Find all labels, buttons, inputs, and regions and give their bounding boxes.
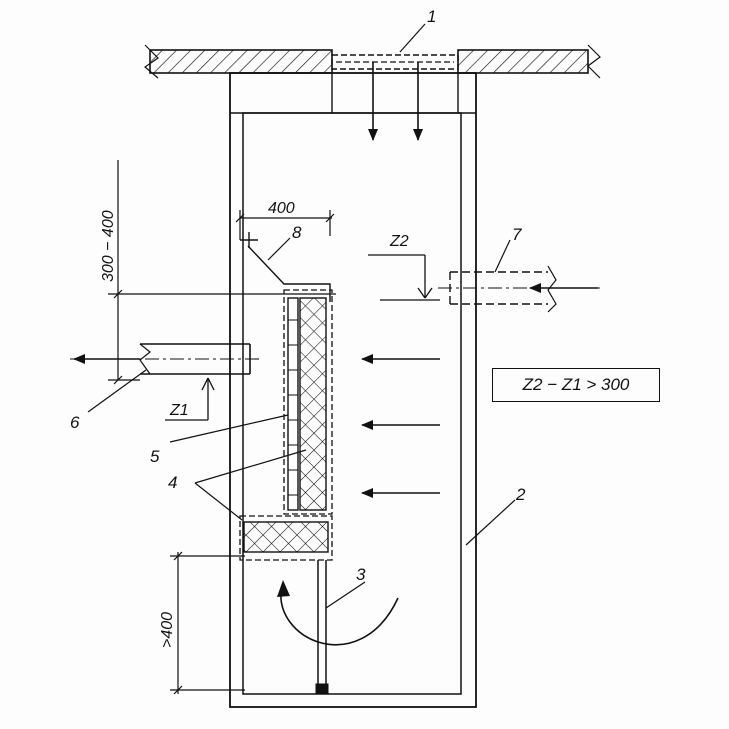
return-air-arrows [361,354,440,498]
supply-air-arrows [368,62,423,141]
z2-text: Z2 [389,233,409,250]
formula-box: Z2 − Z1 > 300 [492,368,660,402]
z1-text: Z1 [169,402,189,419]
cabinet-body [229,72,477,708]
label-3: 3 [356,565,366,584]
z2-level-marker [368,254,440,301]
label-2: 2 [515,485,526,504]
fan-divider [315,560,329,695]
dimension-400-text: 400 [268,200,295,217]
label-1: 1 [427,7,436,26]
inlet-pipe [438,265,600,313]
dimension-min-400 [170,551,245,695]
label-6: 6 [70,413,80,432]
label-4: 4 [168,473,177,492]
heat-exchanger [287,297,299,511]
fan-arrow-head [277,580,290,597]
dimension-400 [235,210,335,240]
ceiling-grille [331,54,459,70]
air-deflector [240,232,331,302]
z1-level-marker [165,377,215,421]
ceiling-slab [144,44,601,79]
label-5: 5 [150,447,160,466]
label-8: 8 [292,223,302,242]
filter-upper [283,289,333,515]
label-7: 7 [512,225,522,244]
dimension-300-400 [108,160,336,385]
leader-lines [87,23,516,609]
dimension-300-400-text: 300 − 400 [100,210,117,282]
filter-lower [239,515,333,561]
dimension-min-400-text: >400 [159,612,176,648]
fan-rotation-arrow [280,584,399,646]
